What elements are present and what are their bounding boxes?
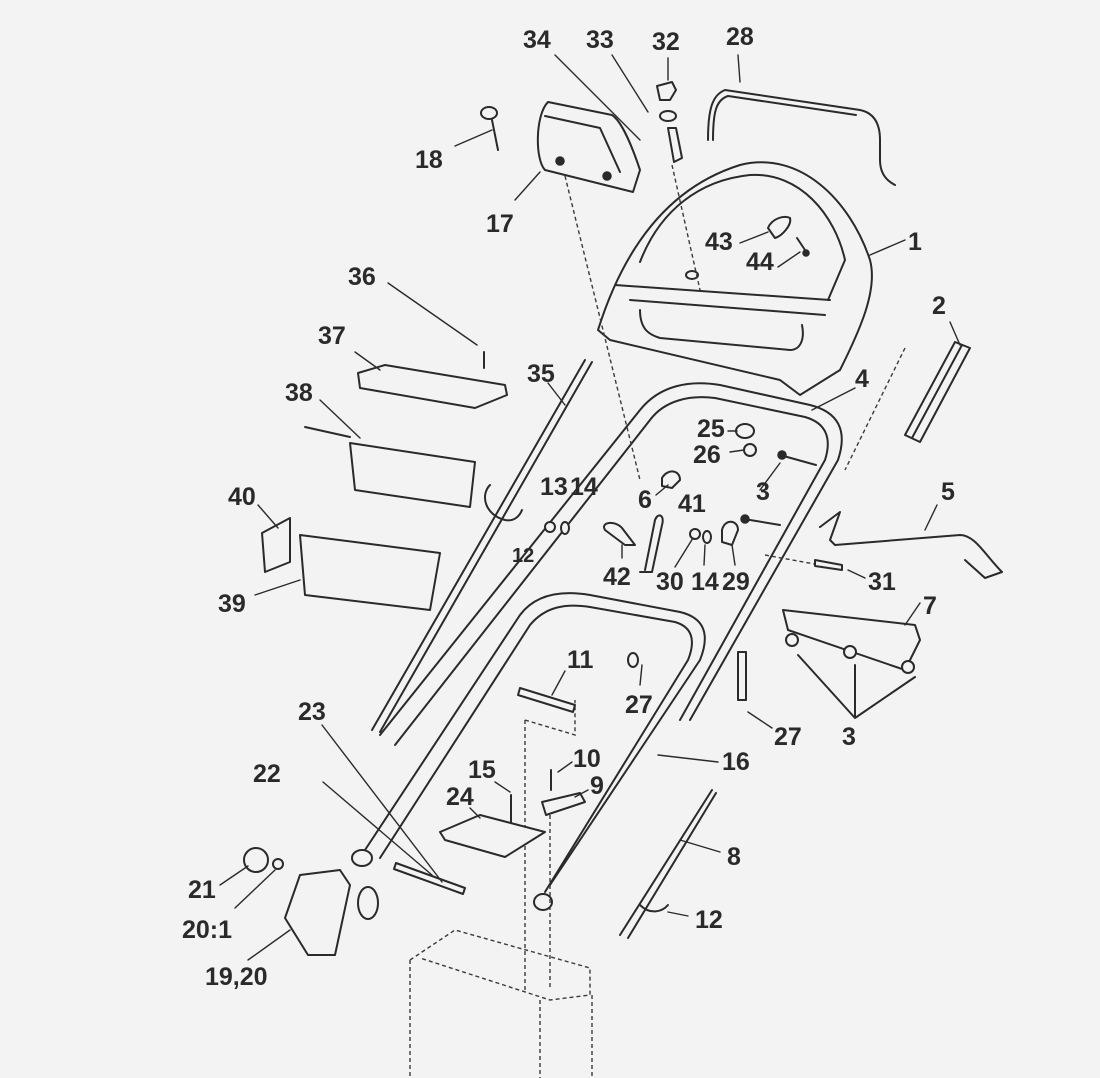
- battery-assembly: [261, 351, 508, 611]
- label-12-upper: 12: [512, 545, 534, 567]
- label-35: 35: [527, 360, 555, 388]
- label-27-right: 27: [774, 723, 802, 751]
- lower-hardware: [243, 651, 747, 956]
- part-4-upper-handle: [379, 382, 843, 746]
- part-16-lower-handle: [351, 592, 706, 911]
- label-26: 26: [693, 441, 721, 469]
- part-33-washer: [659, 110, 677, 122]
- label-14-right: 14: [691, 568, 719, 596]
- label-4: 4: [855, 365, 869, 393]
- label-3-upper: 3: [756, 478, 770, 506]
- label-2: 2: [932, 292, 946, 320]
- label-19-20: 19,20: [205, 963, 268, 991]
- label-29: 29: [722, 568, 750, 596]
- assembly-guidelines: [524, 164, 906, 990]
- label-12-lower: 12: [695, 906, 723, 934]
- label-11: 11: [567, 646, 594, 674]
- part-44-screw: [796, 237, 810, 257]
- label-23: 23: [298, 698, 326, 726]
- label-40: 40: [228, 483, 256, 511]
- part-7-switch-bar: [782, 609, 921, 674]
- label-33: 33: [586, 26, 614, 54]
- label-14-left: 14: [570, 473, 598, 501]
- label-24: 24: [446, 783, 474, 811]
- label-42: 42: [603, 563, 631, 591]
- part-labels: 28 32 33 34 18 17 1 43 44 2 36 37 4 35 3…: [182, 23, 955, 991]
- label-13: 13: [540, 473, 568, 501]
- part-17-cover: [536, 101, 641, 193]
- mower-deck: [409, 929, 593, 1078]
- small-hardware: [544, 423, 757, 573]
- part-32-knob: [656, 81, 677, 101]
- label-9: 9: [590, 772, 604, 800]
- label-1: 1: [908, 228, 922, 256]
- label-8: 8: [727, 843, 741, 871]
- label-43: 43: [705, 228, 733, 256]
- label-6: 6: [638, 486, 652, 514]
- label-25: 25: [697, 415, 725, 443]
- part-5-rod: [819, 511, 1003, 579]
- label-31: 31: [868, 568, 896, 596]
- label-38: 38: [285, 379, 313, 407]
- label-15: 15: [468, 756, 496, 784]
- label-34: 34: [523, 26, 551, 54]
- label-5: 5: [941, 478, 955, 506]
- label-17: 17: [486, 210, 514, 238]
- label-28: 28: [726, 23, 754, 51]
- part-43-plate: [767, 215, 792, 239]
- label-20-1: 20:1: [182, 916, 232, 944]
- label-10: 10: [573, 745, 601, 773]
- part-18-screw: [480, 106, 499, 151]
- label-7: 7: [923, 592, 937, 620]
- label-32: 32: [652, 28, 680, 56]
- leader-lines: [219, 54, 961, 961]
- part-1-handle-housing: [597, 161, 873, 396]
- label-37: 37: [318, 322, 346, 350]
- label-41: 41: [678, 490, 706, 518]
- part-31-pin: [814, 559, 843, 571]
- part-34-stud: [667, 127, 683, 163]
- part-2-rail: [904, 341, 971, 443]
- label-22: 22: [253, 760, 281, 788]
- label-3-lower: 3: [842, 723, 856, 751]
- part-3-screws: [740, 450, 916, 719]
- label-36: 36: [348, 263, 376, 291]
- label-44: 44: [746, 248, 774, 276]
- label-16: 16: [722, 748, 750, 776]
- label-30: 30: [656, 568, 684, 596]
- part-28-bail: [707, 89, 896, 186]
- part-35-cable: [371, 359, 593, 733]
- label-18: 18: [415, 146, 443, 174]
- label-39: 39: [218, 590, 246, 618]
- label-21: 21: [188, 876, 216, 904]
- label-27-left: 27: [625, 691, 653, 719]
